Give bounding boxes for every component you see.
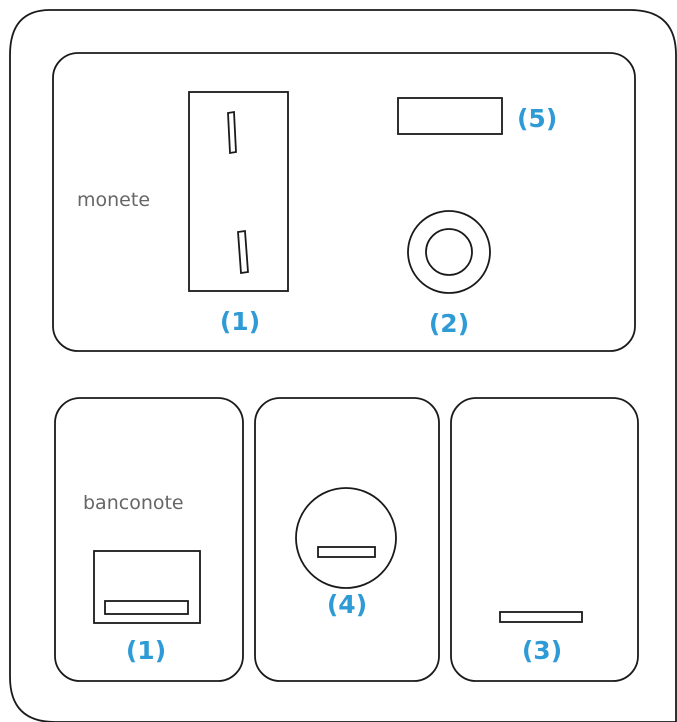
banknote-number: (1) <box>126 636 166 665</box>
display-window <box>397 97 503 135</box>
lock-keyhole[interactable] <box>317 546 376 558</box>
lock-panel: (4) <box>254 397 440 682</box>
coin-slot-frame[interactable] <box>188 91 289 292</box>
coin-panel: monete (1) (5) (2) <box>52 52 636 352</box>
coin-panel-label: monete <box>77 189 150 211</box>
coin-slot-number: (1) <box>220 307 260 336</box>
dispense-panel-frame <box>450 397 639 682</box>
dispense-number: (3) <box>522 636 562 665</box>
coin-return-knob-inner[interactable] <box>425 228 473 276</box>
coin-slot-upper[interactable] <box>227 110 237 155</box>
lock-cylinder[interactable] <box>295 487 397 589</box>
bill-acceptor-slot[interactable] <box>104 600 189 615</box>
dispense-slot[interactable] <box>499 611 583 623</box>
display-number: (5) <box>517 104 557 133</box>
lock-number: (4) <box>327 590 367 619</box>
banknote-panel: banconote (1) <box>54 397 244 682</box>
dispense-panel: (3) <box>450 397 639 682</box>
coin-slot-lower[interactable] <box>237 229 249 275</box>
knob-number: (2) <box>429 309 469 338</box>
banknote-panel-label: banconote <box>83 492 184 514</box>
